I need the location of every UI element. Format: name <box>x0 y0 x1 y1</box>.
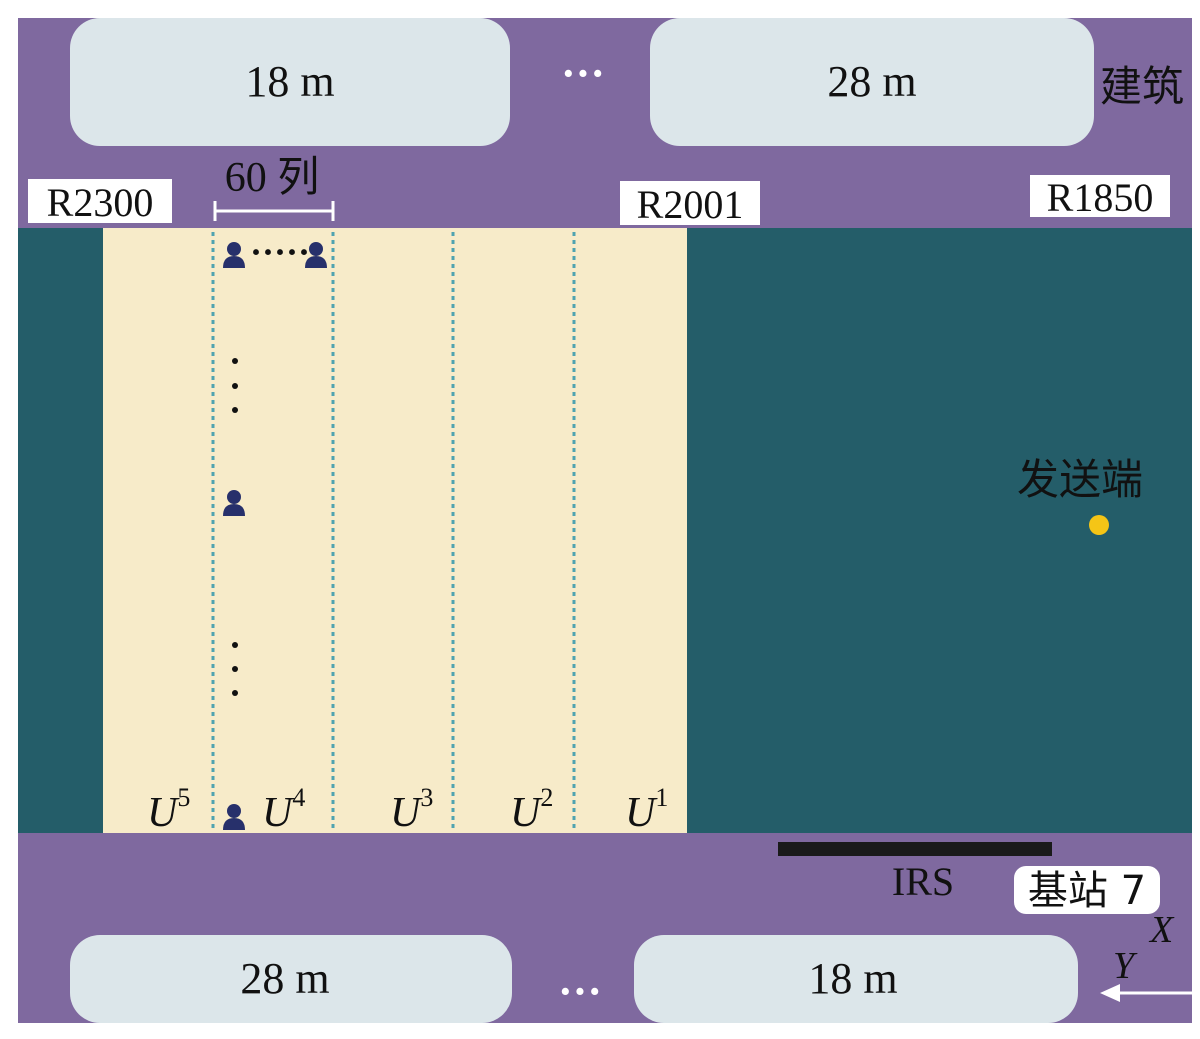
building-bottom-left <box>70 935 512 1023</box>
columns-label: 60 列 <box>225 155 320 201</box>
road-tag-r2001 <box>620 181 760 225</box>
building-bottom-right <box>634 935 1078 1023</box>
axis-y-label: Y <box>1113 945 1138 987</box>
user-area <box>103 228 687 833</box>
column-dot <box>232 642 238 648</box>
road-tag-r1850-text: R1850 <box>1047 175 1154 220</box>
building-top-right-label: 28 m <box>827 57 916 106</box>
base-station-label: 基站 7 <box>1028 868 1146 914</box>
road-tag-r1850 <box>1030 175 1170 217</box>
column-dot <box>232 666 238 672</box>
building-caption: 建筑 <box>1100 62 1184 111</box>
building-top-left-label: 18 m <box>245 57 334 106</box>
transmitter-dot <box>1089 515 1109 535</box>
irs-label: IRS <box>892 859 954 904</box>
zone-label-u3: U3 <box>390 783 433 836</box>
zone-label-u2: U2 <box>510 783 553 836</box>
road-tag-r2300 <box>28 179 172 223</box>
irs-bar <box>778 842 1052 856</box>
zone-label-u4: U4 <box>262 783 305 836</box>
row-dots: ····· <box>250 232 310 272</box>
column-dot <box>232 407 238 413</box>
ellipsis-top: ··· <box>561 49 605 98</box>
road-tag-r2300-text: R2300 <box>47 180 154 225</box>
base-station-tag <box>1014 866 1160 914</box>
building-bottom-right-label: 18 m <box>808 954 897 1003</box>
axis-arrowhead <box>1100 984 1120 1002</box>
column-dot <box>232 383 238 389</box>
building-top-left <box>70 18 510 146</box>
road-tag-r2001-text: R2001 <box>637 182 744 227</box>
axis-x-label: X <box>1148 909 1175 951</box>
ellipsis-bottom: ··· <box>558 967 602 1016</box>
zone-label-u5: U5 <box>147 783 190 836</box>
building-bottom-left-label: 28 m <box>240 954 329 1003</box>
transmitter-label: 发送端 <box>1017 455 1143 504</box>
column-dot <box>232 690 238 696</box>
column-dot <box>232 358 238 364</box>
building-top-right <box>650 18 1094 146</box>
zone-label-u1: U1 <box>625 783 668 836</box>
